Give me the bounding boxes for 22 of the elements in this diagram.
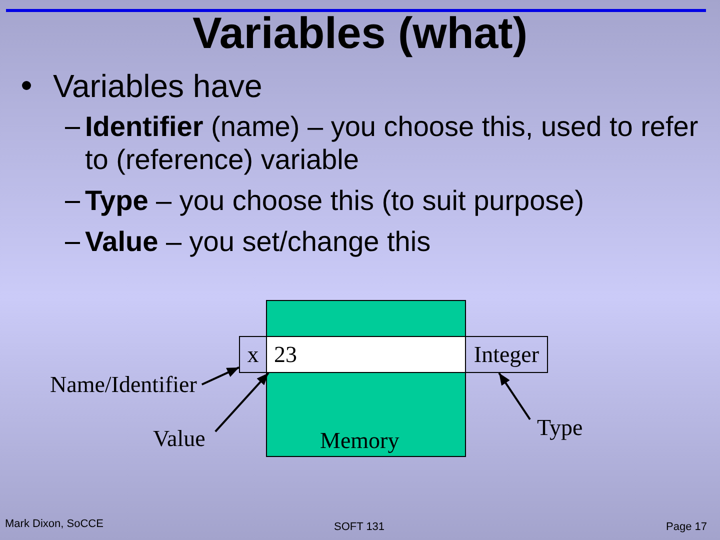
callout-label: Name/Identifier — [50, 373, 197, 396]
arrow — [498, 372, 531, 420]
sub-bullet-text: Type – you choose this (to suit purpose) — [85, 184, 584, 217]
value-text: 23 — [274, 343, 297, 366]
footer-text: SOFT 131 — [334, 522, 385, 533]
callout-label: Type — [537, 416, 583, 439]
sub-bullet-text: Identifier (name) – you choose this, used to refer to (reference) variable — [85, 110, 700, 176]
arrow — [214, 372, 270, 432]
type-text: Integer — [474, 343, 540, 366]
slide-title: Variables (what) — [191, 12, 528, 56]
memory-label: Memory — [320, 429, 400, 452]
memory-block — [266, 300, 466, 457]
name-box — [239, 336, 267, 373]
arrow — [201, 366, 240, 386]
bullet-text: Variables have — [53, 70, 262, 102]
footer-text: Page 17 — [666, 522, 707, 533]
footer-text: Mark Dixon, SoCCE — [5, 519, 104, 530]
memory-slot — [266, 336, 466, 373]
identifier-text: x — [247, 343, 259, 366]
callout-label: Value — [153, 427, 206, 450]
type-box — [465, 336, 548, 373]
sub-bullet-text: Value – you set/change this — [85, 225, 431, 258]
